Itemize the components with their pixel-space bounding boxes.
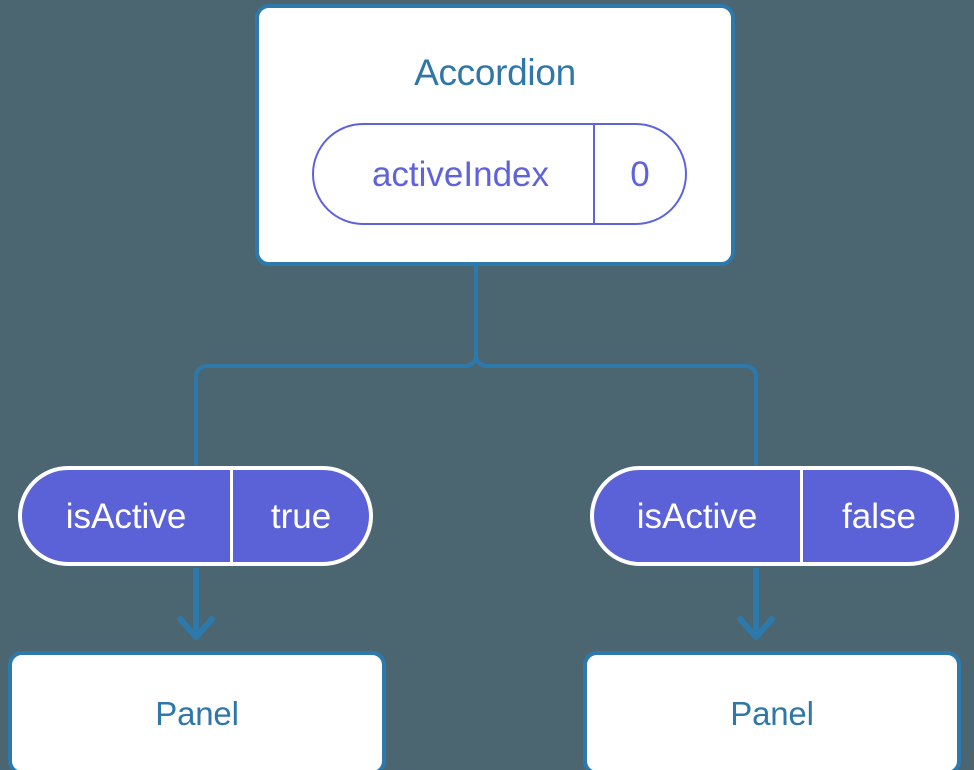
right-isactive-value: false (842, 496, 916, 536)
right-isactive-prop-pill[interactable]: isActive false (590, 466, 959, 566)
left-panel-title: Panel (155, 695, 239, 732)
accordion-state-key: activeIndex (314, 125, 595, 223)
right-isactive-key: isActive (594, 470, 803, 562)
accordion-component-card[interactable]: Accordion activeIndex 0 (255, 4, 735, 266)
left-isactive-value: true (270, 496, 332, 536)
accordion-state-value: 0 (630, 154, 650, 194)
accordion-title: Accordion (414, 52, 576, 93)
right-panel-component-card[interactable]: Panel (583, 651, 961, 770)
right-panel-title: Panel (730, 695, 814, 732)
left-isactive-key: isActive (22, 470, 233, 562)
left-panel-component-card[interactable]: Panel (8, 651, 386, 770)
left-isactive-prop-pill[interactable]: isActive true (18, 466, 373, 566)
accordion-state-pill[interactable]: activeIndex 0 (312, 123, 687, 225)
